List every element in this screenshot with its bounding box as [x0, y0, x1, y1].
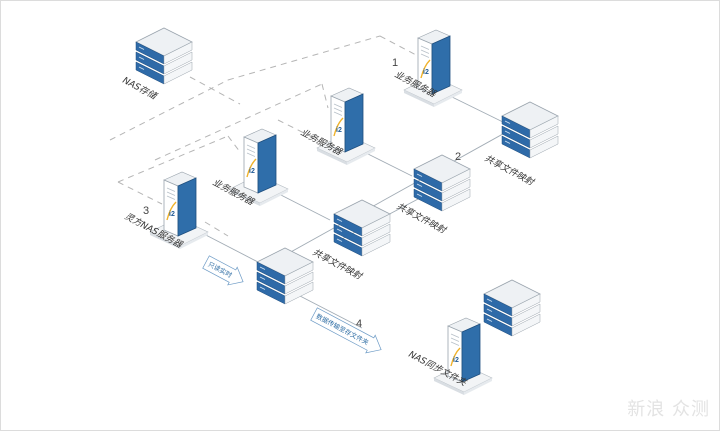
nas-sync-rack	[483, 279, 541, 337]
shared-mapping-rack-3	[333, 199, 391, 257]
watermark-text: 众测	[672, 399, 710, 420]
nas-storage-rack	[135, 27, 193, 85]
watermark-char-1: 新	[627, 399, 647, 420]
transfer-note-flag: 数据传输至存文件夹	[310, 307, 382, 354]
transfer-note-text: 数据传输至存文件夹	[315, 311, 371, 347]
dashed-links	[109, 35, 419, 237]
step-number-2: 2	[455, 151, 461, 163]
shared-mapping-rack-2	[413, 154, 471, 212]
step-number-4: 4	[356, 318, 362, 330]
shared-mapping-rack-1	[501, 101, 559, 159]
step-number-1: 1	[392, 57, 398, 69]
main-nas-rack	[256, 247, 314, 305]
step-number-3: 3	[143, 205, 149, 217]
realtime-sync-flag: 只读实时	[202, 255, 244, 286]
watermark: 新浪 众测	[627, 395, 710, 421]
label-shared-mapping-1: 共享文件映射	[483, 153, 537, 189]
watermark-char-2: 浪	[646, 399, 666, 420]
solid-links	[199, 95, 511, 329]
